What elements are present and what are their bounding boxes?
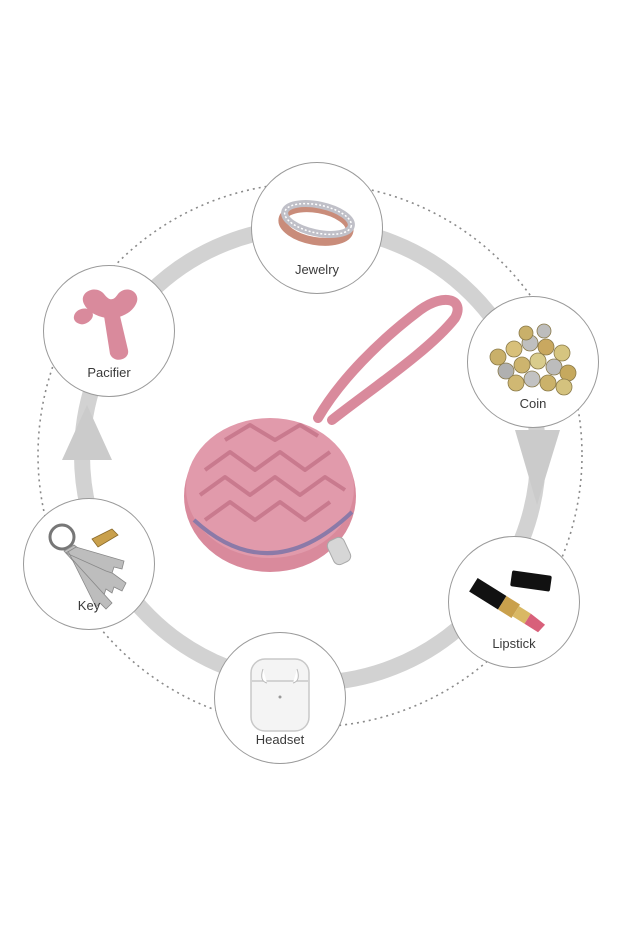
pouch-strap bbox=[313, 295, 463, 425]
arrow-down-icon bbox=[515, 430, 560, 505]
item-coin: Coin bbox=[467, 296, 599, 428]
coins-icon bbox=[489, 323, 577, 396]
item-pacifier: Pacifier bbox=[43, 265, 175, 397]
item-label: Key bbox=[77, 598, 101, 613]
lipstick-icon bbox=[469, 570, 552, 633]
item-label: Coin bbox=[519, 396, 547, 411]
pouch bbox=[184, 418, 356, 572]
item-lipstick: Lipstick bbox=[448, 536, 580, 668]
item-label: Lipstick bbox=[492, 636, 536, 651]
item-label: Pacifier bbox=[87, 365, 131, 380]
item-label: Jewelry bbox=[294, 262, 340, 277]
rings-icon bbox=[278, 200, 355, 246]
item-key: Key bbox=[23, 498, 155, 630]
keys-icon bbox=[48, 523, 127, 610]
arrow-up-icon bbox=[62, 405, 112, 460]
item-headset: Headset bbox=[214, 632, 346, 764]
earbuds-case-icon bbox=[250, 658, 310, 732]
pacifier-icon bbox=[73, 289, 138, 360]
item-jewelry: Jewelry bbox=[251, 162, 383, 294]
item-label: Headset bbox=[255, 732, 305, 747]
